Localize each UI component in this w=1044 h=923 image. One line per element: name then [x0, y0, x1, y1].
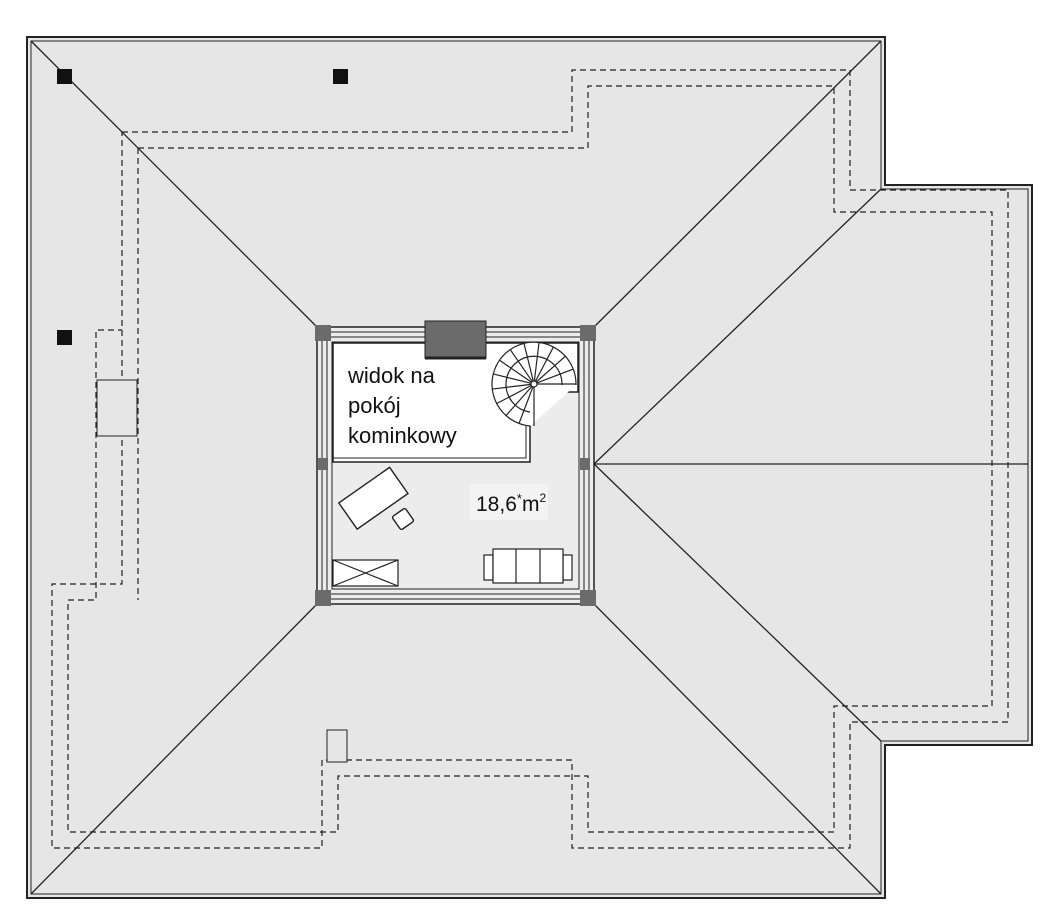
- cabinet: [332, 559, 399, 587]
- stair-tread: [492, 383, 532, 390]
- mezzanine-room: [315, 320, 596, 606]
- sofa: [483, 548, 573, 584]
- chimney-vent: [57, 330, 72, 345]
- stair-tread: [534, 346, 555, 382]
- area-label: 18,6*m2: [476, 491, 546, 516]
- stair-tread: [536, 368, 574, 384]
- chimney-vent: [333, 69, 348, 84]
- stair-tread: [499, 359, 532, 383]
- stair-tread: [518, 386, 534, 424]
- stair-tread: [509, 349, 533, 382]
- stair-tread: [535, 355, 566, 383]
- desk: [337, 466, 409, 531]
- stair-tread: [505, 385, 533, 416]
- stair-tread: [493, 373, 532, 384]
- room-label-line-3: kominkowy: [348, 423, 457, 448]
- chair: [391, 507, 415, 531]
- hip-lines: [30, 40, 1028, 895]
- posts: [315, 325, 596, 606]
- room-label-line-2: pokój: [348, 393, 401, 418]
- area-label-box: [470, 484, 548, 520]
- room-label-line-1: widok na: [347, 363, 436, 388]
- chimney-vent: [57, 69, 72, 84]
- stair-tread: [523, 343, 534, 382]
- stair-tread: [533, 342, 540, 382]
- walls-below-dashed: [51, 69, 1009, 849]
- chimney: [96, 379, 138, 437]
- spiral-staircase-icon: [491, 341, 577, 427]
- chimney-block: [424, 320, 487, 359]
- roof-hatch: [326, 729, 348, 763]
- stair-tread: [496, 384, 532, 405]
